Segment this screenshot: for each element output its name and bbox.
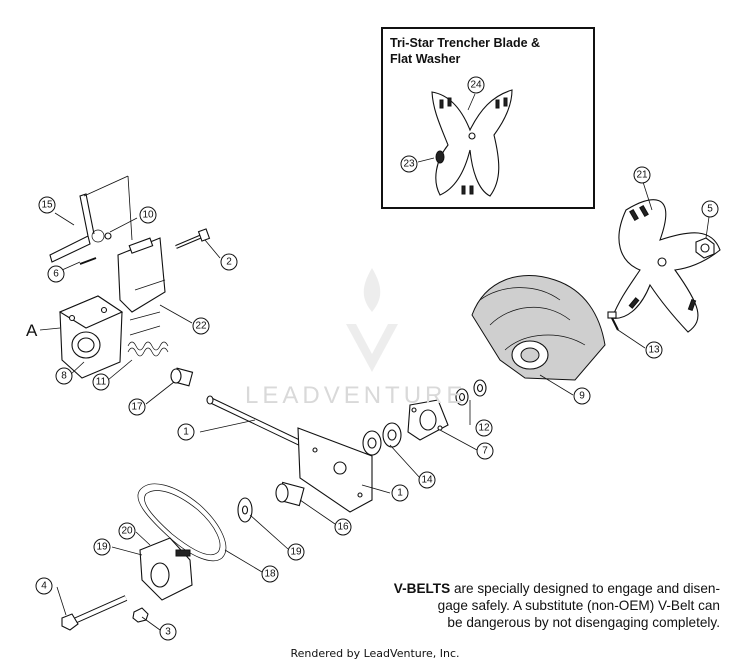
callout-1-bracket: 1 xyxy=(391,484,409,502)
housing-part-8 xyxy=(58,295,124,379)
callout-label: 5 xyxy=(707,204,713,215)
callout-label: 21 xyxy=(636,170,648,181)
callout-label: 15 xyxy=(41,200,53,211)
callout-label: 13 xyxy=(648,345,660,356)
callout-label: 4 xyxy=(41,581,47,592)
tri-star-blade-part-21 xyxy=(611,199,721,333)
inset-box: Tri-Star Trencher Blade & Flat Washer xyxy=(381,27,595,209)
callout-20: 20 xyxy=(118,522,136,540)
callout-16: 16 xyxy=(334,518,352,536)
callout-3: 3 xyxy=(159,623,177,641)
callout-18: 18 xyxy=(261,565,279,583)
callout-label: 14 xyxy=(421,475,433,486)
inset-title-line-2: Flat Washer xyxy=(390,52,461,66)
inset-washer-part-23 xyxy=(435,150,445,164)
handle-part-15 xyxy=(49,193,112,263)
callout-2: 2 xyxy=(220,253,238,271)
callout-label: 19 xyxy=(290,547,302,558)
leader-lines xyxy=(39,93,710,631)
callout-10: 10 xyxy=(139,206,157,224)
callout-6: 6 xyxy=(47,265,65,283)
callout-8: 8 xyxy=(55,367,73,385)
callout-12: 12 xyxy=(475,419,493,437)
callout-label: 1 xyxy=(183,427,189,438)
callout-5: 5 xyxy=(701,200,719,218)
callout-label: 24 xyxy=(470,80,482,91)
callout-label: 16 xyxy=(337,522,349,533)
bolt-part-13 xyxy=(607,311,619,331)
bracket-plate-part-1 xyxy=(297,427,373,513)
callout-21: 21 xyxy=(633,166,651,184)
footer-credit: Rendered by LeadVenture, Inc. xyxy=(290,647,460,660)
callout-4: 4 xyxy=(35,577,53,595)
callout-14: 14 xyxy=(418,471,436,489)
blade-guard-part-9 xyxy=(471,275,606,381)
warning-bold-term: V-BELTS xyxy=(393,581,451,596)
callout-label: 11 xyxy=(96,377,107,388)
idler-bracket-part-20 xyxy=(139,537,193,601)
callout-9: 9 xyxy=(573,387,591,405)
bearing-part-14 xyxy=(362,422,402,456)
callout-label: 17 xyxy=(131,402,143,413)
flange-part-7 xyxy=(407,399,449,441)
callout-label: 12 xyxy=(478,423,490,434)
callout-label: 18 xyxy=(264,569,276,580)
inset-title: Tri-Star Trencher Blade & Flat Washer xyxy=(390,35,590,67)
callout-7: 7 xyxy=(476,442,494,460)
warning-line-1: V-BELTS are specially designed to engage… xyxy=(360,580,720,597)
callout-23: 23 xyxy=(400,155,418,173)
callout-17: 17 xyxy=(128,398,146,416)
v-belt-warning-note: V-BELTS are specially designed to engage… xyxy=(360,580,720,631)
warning-line-3: be dangerous by not disengaging complete… xyxy=(447,615,720,630)
inset-blade-part-24 xyxy=(431,89,513,197)
callout-22: 22 xyxy=(192,317,210,335)
inset-title-line-1: Tri-Star Trencher Blade & xyxy=(390,36,541,50)
watermark-logo xyxy=(346,268,398,372)
spring-part-11 xyxy=(127,341,169,357)
view-label-a: A xyxy=(26,321,38,340)
v-belt-part-18 xyxy=(137,483,227,562)
callout-24: 24 xyxy=(467,76,485,94)
callout-label: 1 xyxy=(397,488,403,499)
warning-line-1-text: are specially designed to engage and dis… xyxy=(450,581,720,596)
callout-label: 9 xyxy=(579,391,585,402)
callout-label: 8 xyxy=(61,371,67,382)
washer-part-12 xyxy=(455,379,487,406)
washer-part-19 xyxy=(237,497,253,523)
callout-label: 23 xyxy=(403,159,415,170)
callout-label: 2 xyxy=(226,257,232,268)
callout-label: 20 xyxy=(121,526,133,537)
watermark-text: LEADVENTURE xyxy=(245,382,467,409)
callout-11: 11 xyxy=(92,373,110,391)
callout-13: 13 xyxy=(645,341,663,359)
bolt-part-4 xyxy=(61,595,128,631)
callout-19-washer: 19 xyxy=(287,543,305,561)
callout-label: 10 xyxy=(142,210,154,221)
callout-1-shaft: 1 xyxy=(177,423,195,441)
warning-line-2: gage safely. A substitute (non-OEM) V-Be… xyxy=(437,598,720,613)
bushing-part-17 xyxy=(170,367,194,387)
callout-label: 7 xyxy=(482,446,488,457)
bracket-part-22 xyxy=(117,237,166,336)
callout-19-bracket: 19 xyxy=(93,538,111,556)
callout-label: 3 xyxy=(165,627,171,638)
callout-label: 6 xyxy=(53,269,59,280)
bolt-part-2 xyxy=(175,228,211,249)
callout-15: 15 xyxy=(38,196,56,214)
callout-label: 22 xyxy=(195,321,207,332)
callout-label: 19 xyxy=(96,542,108,553)
pin-part-6 xyxy=(79,257,97,265)
spacer-part-16 xyxy=(275,481,305,507)
